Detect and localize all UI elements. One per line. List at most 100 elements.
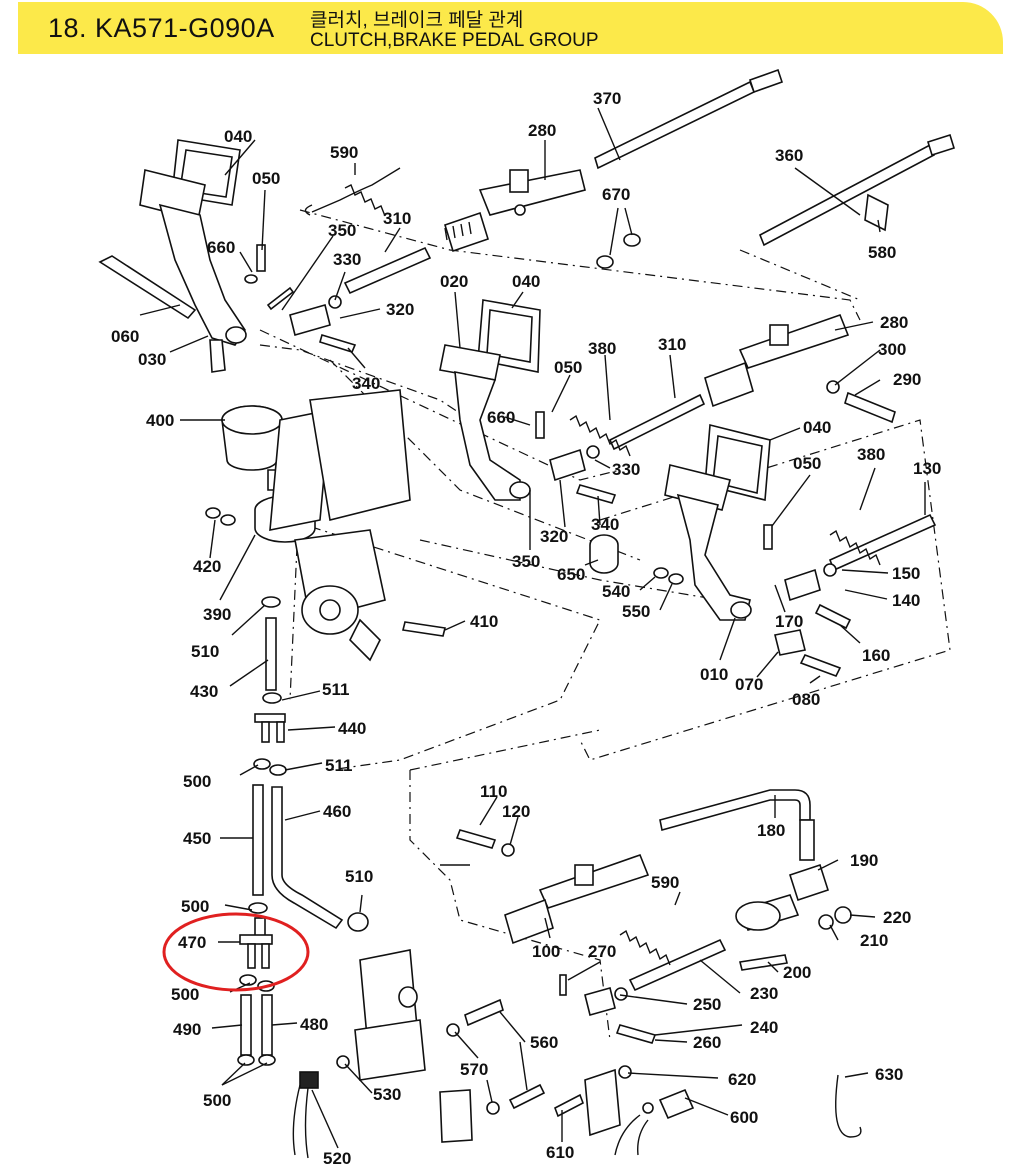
part-label: 360	[775, 146, 803, 165]
part-label: 340	[352, 374, 380, 393]
part-label: 490	[173, 1020, 201, 1039]
highlight-circle-470	[162, 912, 310, 992]
lower-brackets-switches	[292, 949, 862, 1159]
part-label: 510	[345, 867, 373, 886]
part-label: 610	[546, 1143, 574, 1162]
part-label: 220	[883, 908, 911, 927]
part-label: 070	[735, 675, 763, 694]
diagram-code: 18. KA571-G090A	[48, 13, 275, 43]
part-label: 060	[111, 327, 139, 346]
part-label: 250	[693, 995, 721, 1014]
part-label: 660	[487, 408, 515, 427]
part-label: 620	[728, 1070, 756, 1089]
part-label: 010	[700, 665, 728, 684]
part-label: 230	[750, 984, 778, 1003]
part-label: 500	[181, 897, 209, 916]
part-label: 340	[591, 515, 619, 534]
part-label: 590	[330, 143, 358, 162]
part-label: 120	[502, 802, 530, 821]
part-label: 650	[557, 565, 585, 584]
part-label: 511	[325, 756, 352, 775]
part-label: 280	[528, 121, 556, 140]
part-label: 330	[333, 250, 361, 269]
assembly-guide-lines	[259, 209, 951, 1041]
part-label: 480	[300, 1015, 328, 1034]
part-label: 290	[893, 370, 921, 389]
part-label: 460	[323, 802, 351, 821]
part-label: 580	[868, 243, 896, 262]
part-label: 020	[440, 272, 468, 291]
part-label: 280	[880, 313, 908, 332]
part-label: 500	[203, 1091, 231, 1110]
part-label: 570	[460, 1060, 488, 1079]
part-label: 170	[775, 612, 803, 631]
part-labels: 370 280 040 590 050 360 670 310 350 330 …	[111, 89, 941, 1168]
part-label: 330	[612, 460, 640, 479]
part-label: 530	[373, 1085, 401, 1104]
part-label: 140	[892, 591, 920, 610]
part-label: 510	[191, 642, 219, 661]
part-label: 630	[875, 1065, 903, 1084]
part-label: 040	[224, 127, 252, 146]
part-label: 110	[480, 782, 507, 801]
leader-lines	[139, 107, 926, 1149]
part-label: 100	[532, 942, 560, 961]
part-label: 300	[878, 340, 906, 359]
part-label: 180	[757, 821, 785, 840]
part-label: 210	[860, 931, 888, 950]
part-label: 320	[386, 300, 414, 319]
brake-master-cylinder-right	[704, 313, 896, 424]
part-label: 410	[470, 612, 498, 631]
part-label: 350	[328, 221, 356, 240]
part-label: 420	[193, 557, 221, 576]
part-label: 040	[512, 272, 540, 291]
part-label: 130	[913, 459, 941, 478]
part-label: 400	[146, 411, 174, 430]
lower-master-cylinder	[440, 789, 852, 1044]
part-label: 270	[588, 942, 616, 961]
part-label: 380	[857, 445, 885, 464]
part-label: 160	[862, 646, 890, 665]
part-label: 390	[203, 605, 231, 624]
clutch-pedal-left	[98, 139, 247, 373]
clutch-rod-left	[244, 167, 432, 353]
part-label: 310	[658, 335, 686, 354]
part-label: 080	[792, 690, 820, 709]
part-label: 440	[338, 719, 366, 738]
part-label: 500	[171, 985, 199, 1004]
brake-master-cylinder-top	[444, 68, 955, 269]
part-label: 190	[850, 851, 878, 870]
part-label: 310	[383, 209, 411, 228]
part-label: 500	[183, 772, 211, 791]
part-label: 430	[190, 682, 218, 701]
part-label: 560	[530, 1033, 558, 1052]
part-label: 511	[322, 680, 349, 699]
part-label: 050	[554, 358, 582, 377]
title-english: CLUTCH,BRAKE PEDAL GROUP	[310, 30, 599, 51]
part-label: 040	[803, 418, 831, 437]
part-label: 550	[622, 602, 650, 621]
part-label: 350	[512, 552, 540, 571]
part-label: 660	[207, 238, 235, 257]
part-label: 520	[323, 1149, 351, 1168]
part-label: 200	[783, 963, 811, 982]
part-label: 050	[793, 454, 821, 473]
part-label: 370	[593, 89, 621, 108]
part-label: 600	[730, 1108, 758, 1127]
part-label: 470	[178, 933, 206, 952]
part-label: 450	[183, 829, 211, 848]
hose-assembly	[237, 596, 369, 1066]
part-label: 150	[892, 564, 920, 583]
part-label: 320	[540, 527, 568, 546]
title-banner: 18. KA571-G090A 클러치, 브레이크 페달 관계 CLUTCH,B…	[18, 2, 1003, 54]
part-label: 380	[588, 339, 616, 358]
part-label: 670	[602, 185, 630, 204]
part-label: 050	[252, 169, 280, 188]
reservoir-and-bracket	[205, 389, 446, 662]
title-korean: 클러치, 브레이크 페달 관계	[310, 10, 524, 31]
part-label: 030	[138, 350, 166, 369]
part-label: 240	[750, 1018, 778, 1037]
part-label: 590	[651, 873, 679, 892]
brake-pedal-middle	[439, 299, 706, 574]
